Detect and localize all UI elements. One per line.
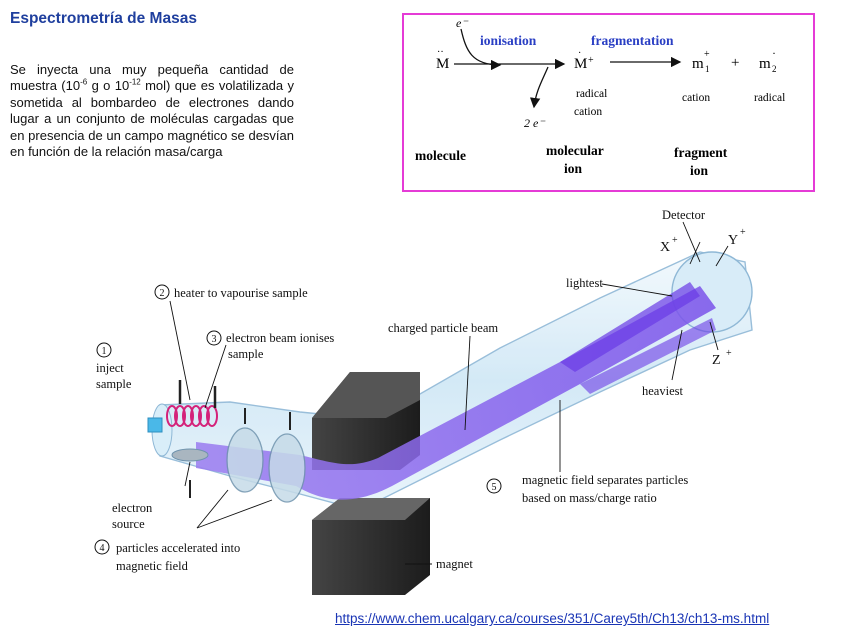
accelerator-plates bbox=[171, 408, 306, 503]
ion-z-label: Z bbox=[712, 353, 721, 368]
step5-label-2: based on mass/charge ratio bbox=[522, 491, 657, 505]
step1-number: 1 bbox=[102, 346, 107, 357]
molecule-symbol: M bbox=[436, 56, 449, 72]
fragment2-dot: · bbox=[772, 46, 776, 60]
step4-number: 4 bbox=[100, 543, 105, 554]
radical-cation-label-1: radical bbox=[576, 88, 607, 100]
step1-label-2: sample bbox=[96, 377, 132, 391]
magnet-label: magnet bbox=[436, 557, 473, 571]
electrons-out: 2 e⁻ bbox=[524, 116, 546, 130]
step2-circle bbox=[154, 284, 170, 300]
fragment2-symbol: m bbox=[759, 56, 771, 72]
step3-label-2: sample bbox=[228, 347, 264, 361]
ion-y-charge: + bbox=[740, 227, 746, 238]
ion-beam bbox=[196, 282, 716, 500]
magnet bbox=[312, 372, 430, 595]
desc-exponent-1: -6 bbox=[80, 78, 88, 88]
ion-z-charge: + bbox=[726, 348, 732, 359]
electron-source-label-2: source bbox=[112, 517, 145, 531]
desc-part-2: g o 10 bbox=[87, 78, 130, 94]
radical-cation-label-2: cation bbox=[574, 106, 602, 118]
desc-part-3: mol) que es volatilizada y sometida al b… bbox=[10, 78, 294, 160]
fragment2-sub: 2 bbox=[772, 64, 777, 74]
fragment-ion-label-1: fragment bbox=[674, 145, 728, 160]
ionisation-label: ionisation bbox=[480, 33, 537, 48]
radical-cation-dot: · bbox=[578, 48, 581, 59]
apparatus-labels: 1 inject sample 2 heater to vapourise sa… bbox=[94, 208, 746, 573]
step1-label-1: inject bbox=[96, 361, 124, 375]
fragment1-charge: + bbox=[704, 49, 710, 60]
electrons-out-arrow bbox=[529, 66, 549, 109]
electron-in: e⁻ bbox=[456, 16, 469, 30]
electron-source-plate bbox=[171, 448, 209, 462]
fragmentation-label: fragmentation bbox=[591, 33, 674, 48]
source-link[interactable]: https://www.chem.ucalgary.ca/courses/351… bbox=[335, 611, 770, 626]
molecule-dots: ·· bbox=[437, 47, 444, 58]
ion-y-label: Y bbox=[728, 233, 738, 248]
step1-circle bbox=[96, 342, 112, 358]
molecule-label: molecule bbox=[415, 148, 466, 163]
ion-x-charge: + bbox=[672, 235, 678, 246]
detector-label: Detector bbox=[662, 208, 706, 222]
heater-coil bbox=[166, 380, 218, 427]
desc-part-1: Se inyecta una muy pequeña cantidad de m… bbox=[10, 62, 294, 94]
leader-lines bbox=[169, 221, 729, 565]
lightest-label: lightest bbox=[566, 276, 603, 290]
step2-label: heater to vapourise sample bbox=[174, 286, 308, 300]
ionisation-scheme-box: e⁻ M ·· ionisation fragmentation 2 e⁻ M … bbox=[402, 13, 815, 192]
molecular-ion-label-1: molecular bbox=[546, 143, 604, 158]
plus-sign: + bbox=[731, 55, 739, 71]
ionisation-scheme: e⁻ M ·· ionisation fragmentation 2 e⁻ M … bbox=[415, 16, 785, 178]
radical-cation-symbol: M bbox=[574, 56, 587, 72]
radical-label: radical bbox=[754, 92, 785, 104]
sample-inlet bbox=[147, 417, 163, 433]
heaviest-label: heaviest bbox=[642, 384, 683, 398]
charged-beam-label: charged particle beam bbox=[388, 321, 498, 335]
step3-circle bbox=[206, 330, 222, 346]
step5-circle bbox=[486, 478, 502, 494]
mass-spectrometer-diagram: 1 inject sample 2 heater to vapourise sa… bbox=[94, 208, 753, 595]
page-title: Espectrometría de Masas bbox=[10, 10, 197, 27]
electron-source-label-1: electron bbox=[112, 501, 153, 515]
radical-cation-charge: + bbox=[588, 55, 594, 66]
step3-number: 3 bbox=[212, 334, 217, 345]
desc-exponent-2: -12 bbox=[129, 78, 141, 88]
molecular-ion-label-2: ion bbox=[564, 161, 583, 176]
step4-circle bbox=[94, 539, 110, 555]
cation-label: cation bbox=[682, 92, 710, 104]
description-paragraph: Se inyecta una muy pequeña cantidad de m… bbox=[10, 62, 294, 160]
step4-label-2: magnetic field bbox=[116, 559, 189, 573]
step4-label-1: particles accelerated into bbox=[116, 541, 240, 555]
step5-label-1: magnetic field separates particles bbox=[522, 473, 688, 487]
fragment1-sub: 1 bbox=[705, 64, 710, 74]
step5-number: 5 bbox=[492, 482, 497, 493]
step3-label-1: electron beam ionises bbox=[226, 331, 334, 345]
fragment-ion-label-2: ion bbox=[690, 163, 709, 178]
step2-number: 2 bbox=[160, 288, 165, 299]
fragment1-symbol: m bbox=[692, 56, 704, 72]
ion-x-label: X bbox=[660, 240, 670, 255]
